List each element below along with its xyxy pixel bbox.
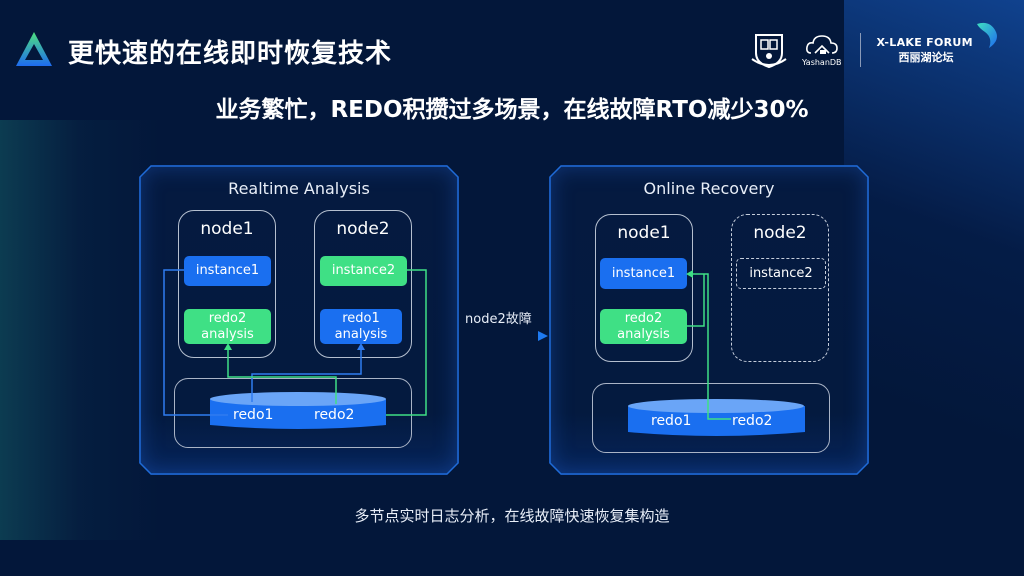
- panel-title: Online Recovery: [643, 179, 775, 198]
- xlake-mark-icon: [977, 22, 997, 48]
- background-glow-left: [0, 120, 160, 540]
- logo-divider: [859, 33, 861, 67]
- redo1-label: redo1: [651, 413, 692, 429]
- redo1-label: redo1: [233, 407, 274, 423]
- node-label: node2: [753, 223, 807, 243]
- page-subtitle: 业务繁忙，REDO积攒过多场景，在线故障RTO减少30%: [215, 97, 809, 123]
- node-label: node1: [617, 223, 671, 243]
- panel-title: Realtime Analysis: [228, 179, 370, 198]
- failed-instance2-box: instance2: [736, 258, 826, 289]
- analysis-label-line2: analysis: [617, 326, 670, 342]
- analysis-label-line2: analysis: [334, 326, 388, 342]
- node-label: node2: [336, 219, 390, 239]
- redo2-analysis-box: redo2 analysis: [184, 309, 271, 344]
- analysis-label-line1: redo2: [208, 310, 247, 326]
- redo2-label: redo2: [314, 407, 355, 423]
- xlake-forum-logo: X-LAKE FORUM 西丽湖论坛: [877, 36, 973, 65]
- redo2-analysis-box: redo2 analysis: [600, 309, 687, 344]
- analysis-label-line2: analysis: [201, 326, 254, 342]
- triangle-logo-icon: [16, 32, 52, 66]
- page-title: 更快速的在线即时恢复技术: [68, 39, 393, 69]
- instance1-box: instance1: [600, 258, 687, 289]
- university-crest-icon: [751, 34, 787, 69]
- yashandb-logo: YashanDB: [802, 33, 842, 67]
- analysis-label-line1: redo1: [342, 310, 380, 326]
- analysis-label-line1: redo2: [624, 310, 663, 326]
- background-glow-right: [844, 0, 1024, 500]
- yashandb-label: YashanDB: [802, 58, 842, 67]
- partner-logos: YashanDB X-LAKE FORUM 西丽湖论坛: [748, 28, 973, 72]
- forum-name-cn: 西丽湖论坛: [898, 50, 954, 64]
- redo1-analysis-box: redo1 analysis: [320, 309, 402, 344]
- cloud-house-icon: [805, 35, 838, 54]
- node-label: node1: [200, 219, 254, 239]
- online-recovery-panel: Online Recovery node1 instance1 redo2 an…: [549, 165, 869, 475]
- forum-name-en: X-LAKE FORUM: [876, 35, 973, 49]
- footer-caption: 多节点实时日志分析，在线故障快速恢复集构造: [354, 507, 670, 525]
- realtime-analysis-panel: Realtime Analysis node1 instance1 redo2 …: [139, 165, 459, 475]
- arrowhead: [538, 331, 548, 341]
- instance1-box: instance1: [184, 256, 271, 286]
- instance2-box: instance2: [320, 256, 407, 286]
- redo2-label: redo2: [732, 413, 773, 429]
- failover-label: node2故障: [465, 312, 532, 327]
